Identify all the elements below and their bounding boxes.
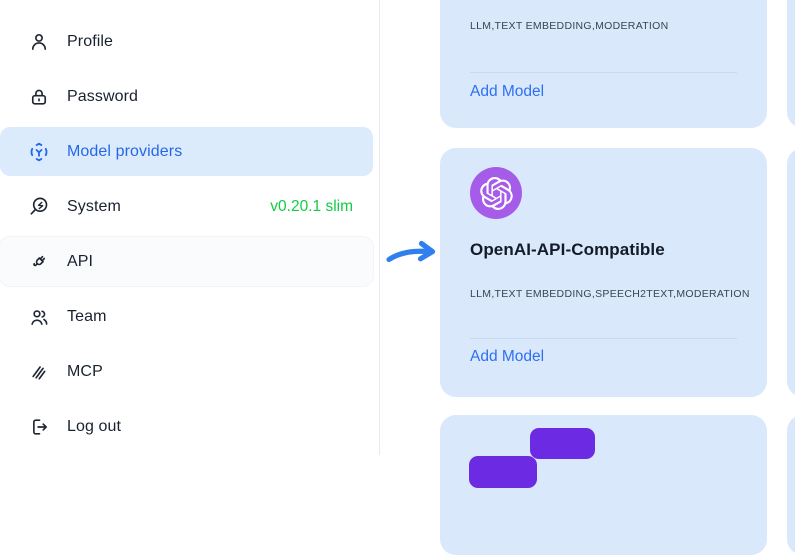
sidebar-row: API — [0, 234, 373, 289]
step-logo-lower-block — [469, 456, 537, 488]
card-divider — [470, 72, 737, 73]
sidebar-item-model-providers[interactable]: Model providers — [0, 127, 373, 176]
sidebar-item-label: Profile — [67, 32, 114, 50]
logout-icon — [28, 416, 50, 438]
sidebar-row: Password — [0, 69, 373, 124]
lock-icon — [28, 86, 50, 108]
sidebar-item-label: Team — [67, 307, 107, 325]
model-type-tags: LLM,TEXT EMBEDDING,SPEECH2TEXT,MODERATIO… — [470, 288, 750, 300]
sidebar-item-profile[interactable]: Profile — [0, 17, 373, 66]
sidebar-item-team[interactable]: Team — [0, 292, 373, 341]
provider-card-second-column-partial — [787, 415, 795, 555]
team-icon — [28, 306, 50, 328]
sidebar-row: Log out — [0, 399, 373, 454]
api-icon — [28, 251, 50, 273]
provider-card-partial-top[interactable]: LLM,TEXT EMBEDDING,MODERATION Add Model — [440, 0, 767, 128]
sidebar-item-label: Model providers — [67, 142, 183, 160]
add-model-button[interactable]: Add Model — [470, 348, 545, 365]
card-divider — [470, 338, 737, 339]
sidebar-item-mcp[interactable]: MCP — [0, 347, 373, 396]
model-type-tags: LLM,TEXT EMBEDDING,MODERATION — [470, 20, 669, 32]
mcp-icon — [28, 361, 50, 383]
settings-sidebar: Profile Password — [0, 14, 373, 454]
sidebar-item-label: Log out — [67, 417, 122, 435]
sidebar-item-password[interactable]: Password — [0, 72, 373, 121]
sidebar-row: Team — [0, 289, 373, 344]
sidebar-row: Profile — [0, 14, 373, 69]
sidebar-row: System v0.20.1 slim — [0, 179, 373, 234]
provider-card-second-column-partial — [787, 148, 795, 397]
user-icon — [28, 31, 50, 53]
sidebar-item-label: System — [67, 197, 121, 215]
version-badge: v0.20.1 slim — [270, 197, 353, 215]
sidebar-item-logout[interactable]: Log out — [0, 402, 373, 451]
sidebar-item-label: MCP — [67, 362, 103, 380]
system-icon — [28, 196, 50, 218]
provider-name: OpenAI-API-Compatible — [470, 240, 665, 259]
model-providers-icon — [28, 141, 50, 163]
step-logo-upper-block — [530, 428, 595, 459]
openai-logo — [470, 167, 522, 219]
sidebar-content-divider — [379, 0, 380, 455]
provider-card-openai-api-compatible[interactable]: OpenAI-API-Compatible LLM,TEXT EMBEDDING… — [440, 148, 767, 397]
add-model-button[interactable]: Add Model — [470, 83, 545, 100]
provider-card-partial-bottom[interactable] — [440, 415, 767, 555]
sidebar-row: MCP — [0, 344, 373, 399]
sidebar-item-label: API — [67, 252, 94, 270]
sidebar-row-active: Model providers — [0, 124, 373, 179]
provider-card-second-column-partial — [787, 0, 795, 128]
purple-step-logo — [440, 415, 767, 555]
sidebar-item-system[interactable]: System v0.20.1 slim — [0, 182, 373, 231]
sidebar-item-api[interactable]: API — [0, 237, 373, 286]
sidebar-item-label: Password — [67, 87, 139, 105]
annotation-arrow — [386, 237, 446, 269]
